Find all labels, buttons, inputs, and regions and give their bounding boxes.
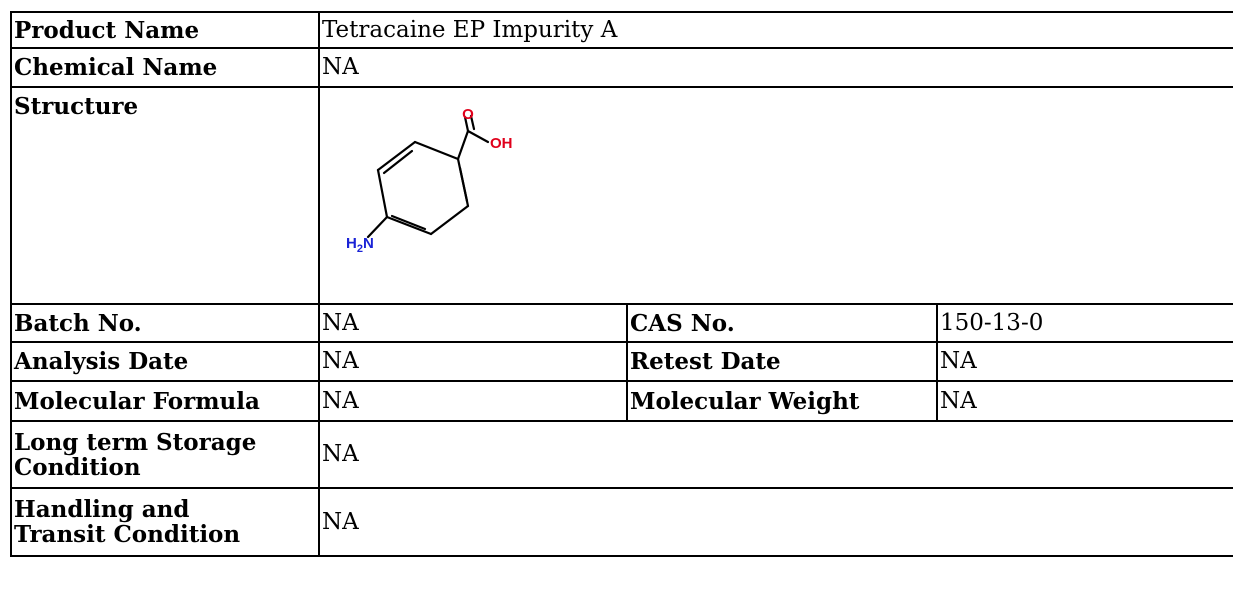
structure-label: Structure xyxy=(10,86,320,305)
row-product-name: Product Name Tetracaine EP Impurity A xyxy=(10,11,1233,49)
analysis-date-value: NA xyxy=(318,341,628,382)
retest-date-label: Retest Date xyxy=(626,341,938,382)
product-name-label: Product Name xyxy=(10,11,320,49)
structure-image: O OH H2N xyxy=(346,106,513,255)
handling-label-line2: Transit Condition xyxy=(14,521,241,548)
ring-bond xyxy=(413,140,460,161)
batch-no-value: NA xyxy=(318,303,628,343)
ring-bond xyxy=(429,204,470,236)
product-name-value: Tetracaine EP Impurity A xyxy=(317,11,1233,49)
product-spec-table: Product Name Tetracaine EP Impurity A Ch… xyxy=(10,11,1233,557)
storage-condition-value: NA xyxy=(317,420,1233,489)
row-analysis-retest: Analysis Date NA Retest Date NA xyxy=(10,341,1233,382)
batch-no-label: Batch No. xyxy=(10,303,320,343)
molecular-formula-label: Molecular Formula xyxy=(10,380,320,422)
amine-bond xyxy=(366,215,389,239)
ring-double-bond xyxy=(390,214,427,231)
hydroxyl-atom-label: OH xyxy=(490,135,513,152)
row-structure: Structure xyxy=(10,86,1233,305)
handling-label-line1: Handling and xyxy=(14,496,190,523)
amine-atom-label: H2N xyxy=(346,235,374,255)
row-formula-weight: Molecular Formula NA Molecular Weight NA xyxy=(10,380,1233,422)
cas-no-value: 150-13-0 xyxy=(935,303,1233,343)
chemical-name-label: Chemical Name xyxy=(10,47,320,88)
ring-bond xyxy=(376,168,389,219)
structure-cell: O OH H2N xyxy=(317,86,1233,305)
chemical-name-value: NA xyxy=(317,47,1233,88)
molecular-formula-value: NA xyxy=(318,380,628,422)
retest-date-value: NA xyxy=(935,341,1233,382)
storage-label-line1: Long term Storage xyxy=(14,428,257,456)
handling-condition-value: NA xyxy=(317,487,1233,557)
ring-double-bond xyxy=(458,166,469,203)
carbonyl-bond xyxy=(469,114,476,131)
hydroxyl-bond xyxy=(466,129,490,144)
molecular-weight-label: Molecular Weight xyxy=(626,380,938,422)
ring-bond xyxy=(385,215,433,236)
molecular-weight-value: NA xyxy=(935,380,1233,422)
row-chemical-name: Chemical Name NA xyxy=(10,47,1233,88)
analysis-date-label: Analysis Date xyxy=(10,341,320,382)
carboxyl-bond xyxy=(456,129,470,161)
row-batch-cas: Batch No. NA CAS No. 150-13-0 xyxy=(10,303,1233,343)
carbonyl-bond xyxy=(463,115,470,133)
cas-no-label: CAS No. xyxy=(626,303,938,343)
ring-bond xyxy=(376,140,417,172)
storage-label-line2: Condition xyxy=(14,453,141,481)
oxygen-atom-label: O xyxy=(462,106,474,123)
ring-double-bond xyxy=(382,149,414,175)
